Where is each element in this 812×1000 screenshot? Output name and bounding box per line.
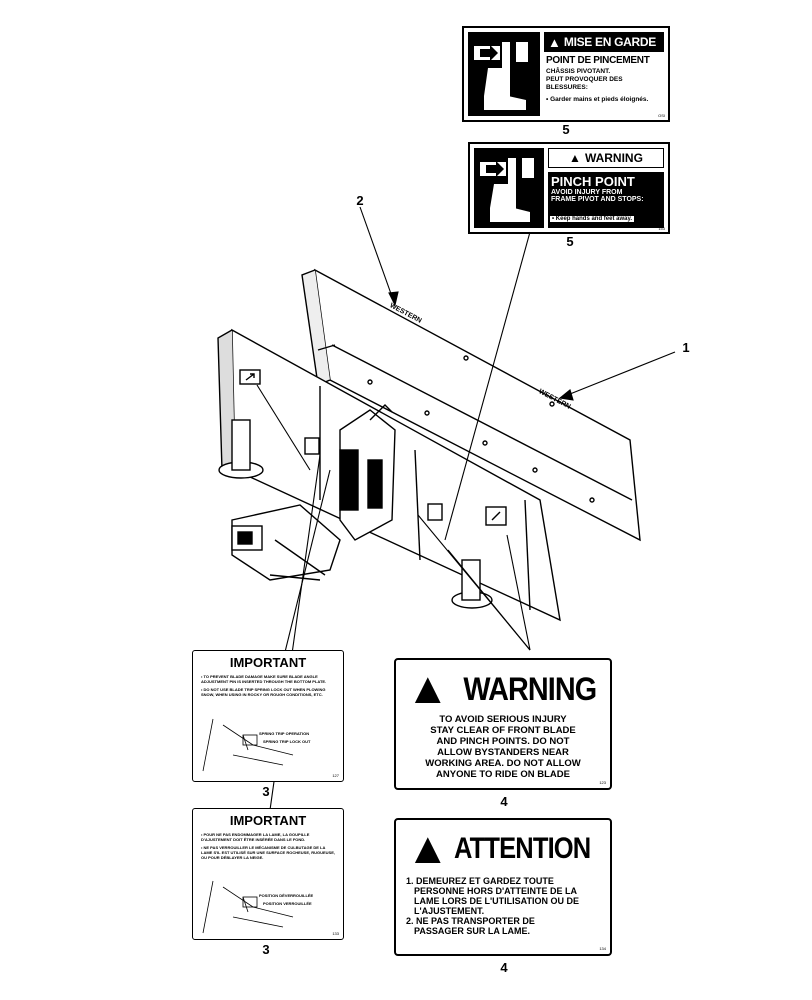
warning-triangle-icon: ▲ <box>548 34 561 50</box>
callout-number-4: 4 <box>500 794 508 809</box>
spring-trip-diagram <box>202 880 294 934</box>
warning-body: TO AVOID SERIOUS INJURY STAY CLEAR OF FR… <box>425 714 581 780</box>
boot-pinch-icon <box>474 42 528 110</box>
callout-number-5: 5 <box>566 234 574 249</box>
important-decal-french: IMPORTANT • POUR NE PAS ENDOMMAGER LA LA… <box>192 808 344 940</box>
callout-number-3: 3 <box>262 942 270 957</box>
decal-text: CHÂSSIS PIVOTANT. PEUT PROVOQUER DES BLE… <box>546 68 649 103</box>
warning-header-band: ▲ WARNING <box>406 664 597 713</box>
callout-number-2: 2 <box>356 193 364 208</box>
spring-trip-diagram <box>202 718 294 772</box>
boot-pinch-icon <box>480 158 534 222</box>
pinch-point-decal-english: ▲ WARNING PINCH POINT AVOID INJURY FROM … <box>468 142 670 234</box>
exclamation-triangle-icon: ▲ <box>406 664 450 713</box>
decal-code: 153 <box>658 226 665 231</box>
warning-triangle-icon: ▲ <box>569 151 581 165</box>
decal-code: OSI <box>658 113 665 118</box>
callout-number-4: 4 <box>500 960 508 975</box>
callout-number-5: 5 <box>562 122 570 137</box>
boot-pinch-pictogram <box>474 148 544 228</box>
decal-warning-header: ▲ MISE EN GARDE <box>544 32 664 52</box>
decal-warning-header: ▲ WARNING <box>548 148 664 168</box>
decal-text: • Keep hands and feet away. <box>550 216 635 222</box>
decal-title: POINT DE PINCEMENT <box>546 55 650 66</box>
attention-header-band: ▲ ATTENTION <box>406 824 591 873</box>
callout-number-3: 3 <box>262 784 270 799</box>
callout-number-1: 1 <box>682 340 690 355</box>
attention-decal-large: ▲ ATTENTION 1. DEMEUREZ ET GARDEZ TOUTE … <box>394 818 612 956</box>
attention-body: 1. DEMEUREZ ET GARDEZ TOUTE PERSONNE HOR… <box>406 876 579 936</box>
important-decal-english: IMPORTANT • TO PREVENT BLADE DAMAGE MAKE… <box>192 650 344 782</box>
boot-pinch-pictogram <box>468 32 540 116</box>
exclamation-triangle-icon: ▲ <box>406 824 450 873</box>
pinch-point-decal-french: ▲ MISE EN GARDE POINT DE PINCEMENT CHÂSS… <box>462 26 670 122</box>
warning-decal-large: ▲ WARNING TO AVOID SERIOUS INJURY STAY C… <box>394 658 612 790</box>
